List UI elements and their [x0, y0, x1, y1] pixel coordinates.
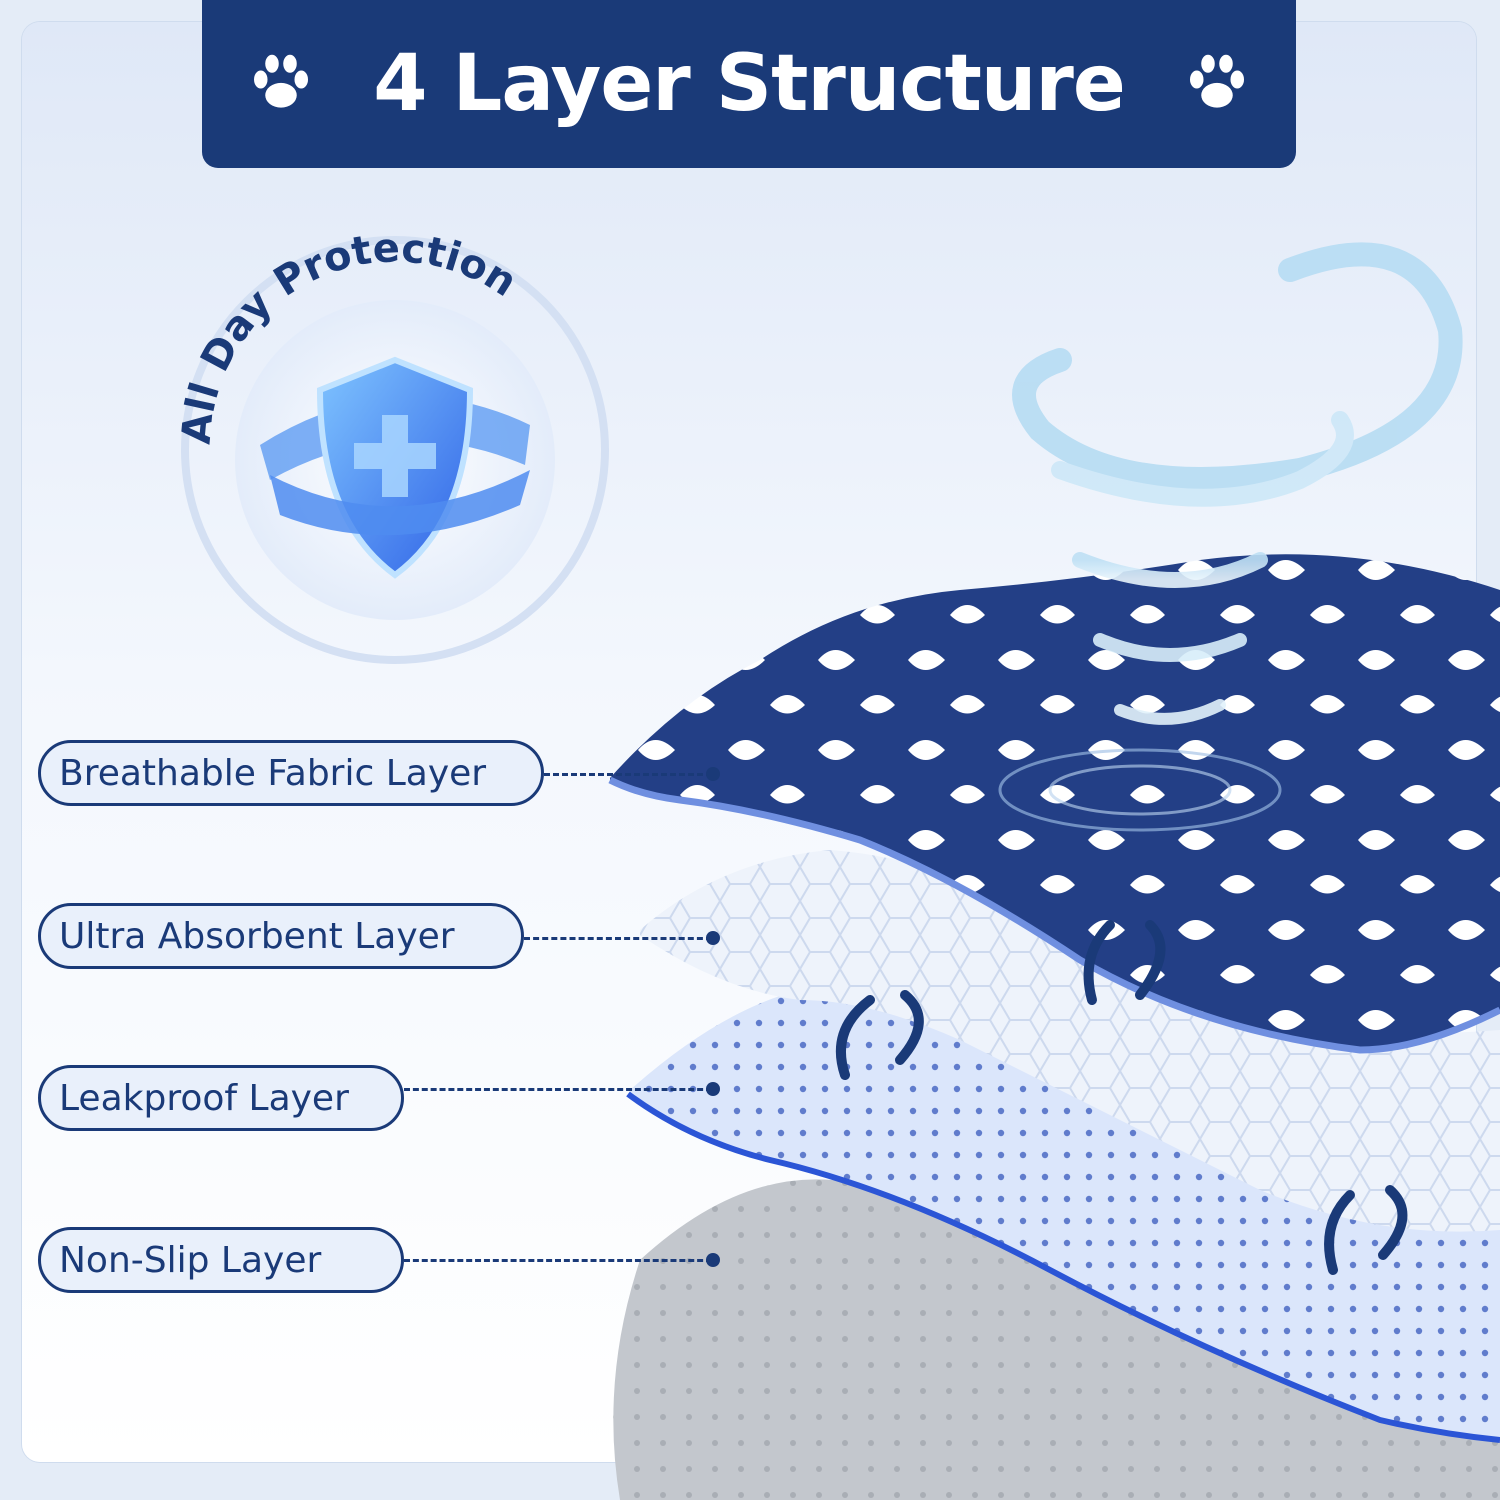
- connector-dot: [706, 1253, 720, 1267]
- connector-line: [404, 1259, 712, 1262]
- layer-label-breathable: Breathable Fabric Layer: [38, 740, 544, 806]
- layer-label-non-slip: Non-Slip Layer: [38, 1227, 404, 1293]
- connector-line: [524, 937, 712, 940]
- connector-dot: [706, 931, 720, 945]
- connector-line: [544, 773, 712, 776]
- header-banner: 4 Layer Structure: [202, 0, 1296, 168]
- layer-label-text: Non-Slip Layer: [59, 1239, 322, 1281]
- connector-line: [404, 1088, 712, 1091]
- connector-dot: [706, 767, 720, 781]
- paw-print-icon: [1181, 48, 1253, 120]
- layer-label-text: Ultra Absorbent Layer: [59, 915, 455, 957]
- paw-print-icon: [245, 48, 317, 120]
- shield-icon: [260, 356, 530, 579]
- protection-badge: All Day Protection: [170, 220, 620, 670]
- layer-label-text: Leakproof Layer: [59, 1077, 349, 1119]
- layer-label-text: Breathable Fabric Layer: [59, 752, 487, 794]
- layer-label-absorbent: Ultra Absorbent Layer: [38, 903, 524, 969]
- page-title: 4 Layer Structure: [373, 39, 1126, 129]
- connector-dot: [706, 1082, 720, 1096]
- layer-label-leakproof: Leakproof Layer: [38, 1065, 404, 1131]
